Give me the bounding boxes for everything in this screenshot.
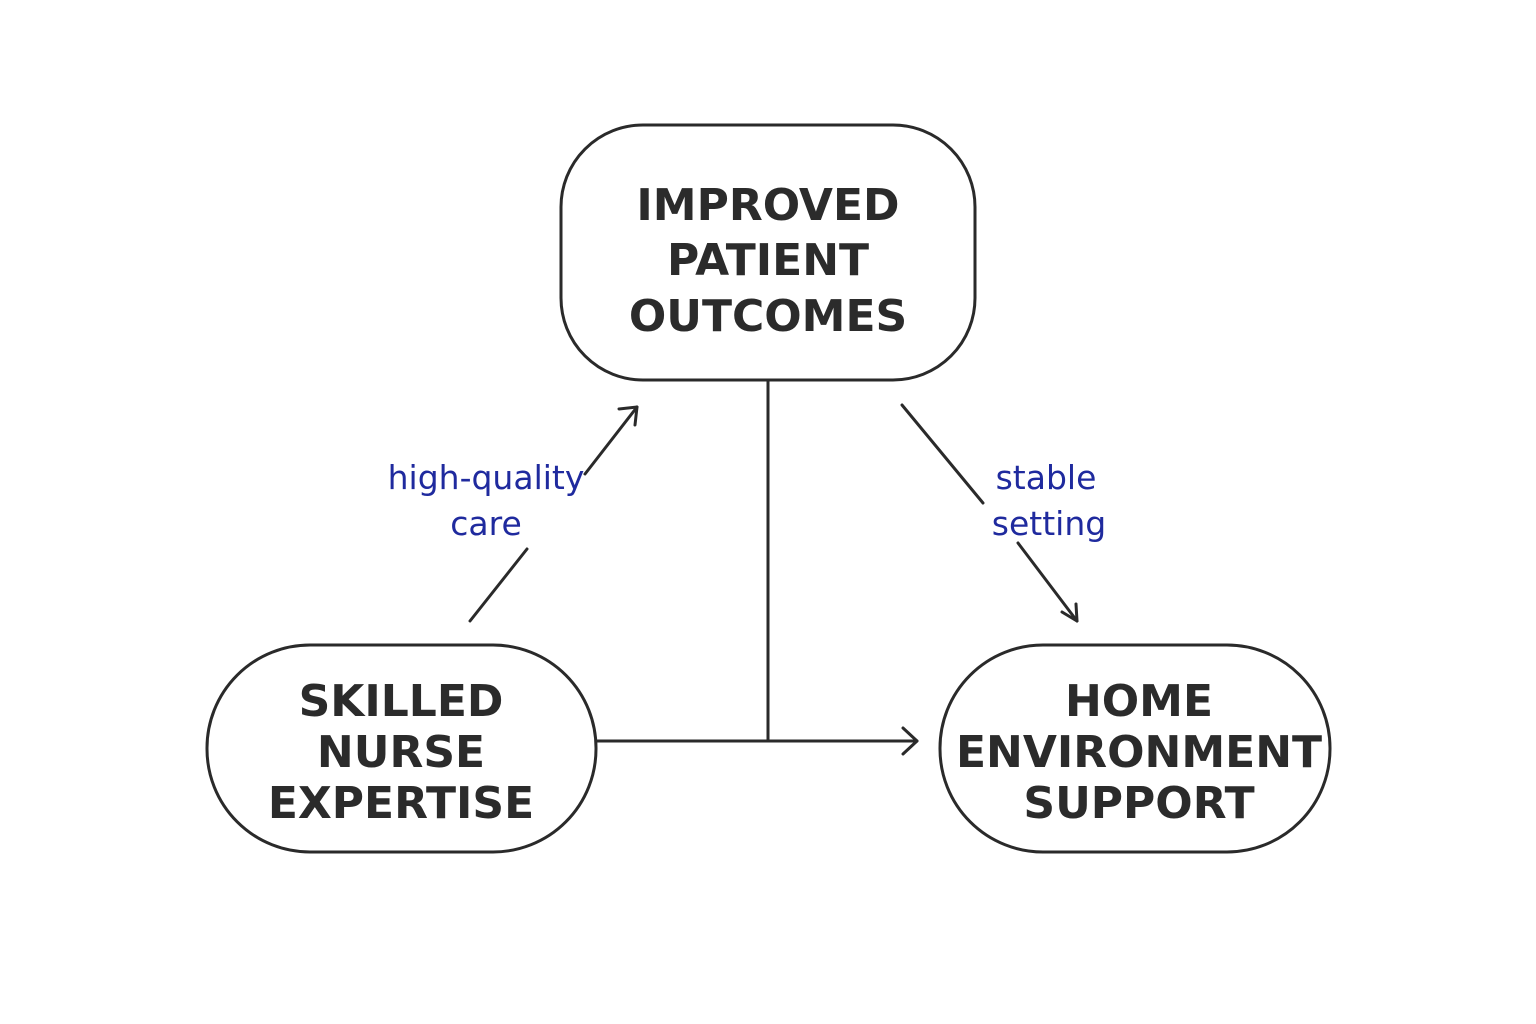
edge-label-line: high-quality [388,458,585,497]
node-line: HOME [1065,676,1213,727]
edge-label-line: setting [992,504,1106,543]
node-line: OUTCOMES [629,291,907,342]
node-box [938,643,1332,854]
node-line: EXPERTISE [268,778,534,829]
node-line: ENVIRONMENT [956,727,1322,778]
edge-left-to-top [468,405,639,623]
node-home-environment-support: HOME ENVIRONMENT SUPPORT [938,643,1332,854]
node-improved-patient-outcomes: IMPROVED PATIENT OUTCOMES [559,123,977,382]
arrowhead-icon [1060,602,1079,623]
edge-label-high-quality-care: high-quality care [388,458,585,543]
arrowhead-icon [617,405,639,427]
edge-junction-to-right [594,379,919,756]
node-line: SKILLED [299,676,504,727]
arrowhead-icon [901,726,919,756]
node-line: PATIENT [667,235,869,286]
edge-top-to-right [900,403,1079,623]
node-box [205,643,598,854]
edge-label-line: stable [996,458,1097,497]
edge-line [900,403,985,505]
edge-label-line: care [450,504,522,543]
node-skilled-nurse-expertise: SKILLED NURSE EXPERTISE [205,643,598,854]
node-line: IMPROVED [636,180,899,231]
node-line: NURSE [317,727,485,778]
edge-line [583,405,639,476]
edge-line [468,547,529,623]
edge-label-stable-setting: stable setting [992,458,1106,543]
node-line: SUPPORT [1023,778,1254,829]
edge-line [1016,541,1079,623]
